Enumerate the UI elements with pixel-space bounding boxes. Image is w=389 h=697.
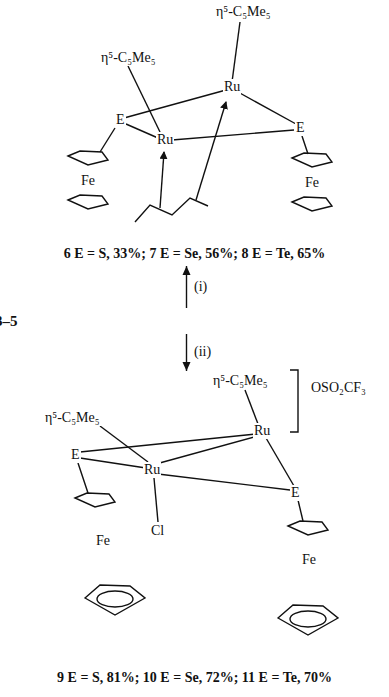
reaction-arrow <box>186 266 187 308</box>
compound-caption: 6 E = S, 33%; 7 E = Se, 56%; 8 E = Te, 6… <box>0 246 389 263</box>
condition-label: (i) <box>194 279 207 296</box>
atom-label: Cl <box>150 523 165 539</box>
compound-caption: 9 E = S, 81%; 10 E = Se, 72%; 11 E = Te,… <box>0 670 389 687</box>
condition-label: (ii) <box>194 344 211 361</box>
ligand-label: η⁵-C₅Me₅ <box>100 50 157 66</box>
ligand-label: η⁵-C₅Me₅ <box>44 410 101 426</box>
atom-label: Ru <box>223 79 241 95</box>
compound-number: 3–5 <box>0 310 381 332</box>
atom-label: Ru <box>156 132 174 148</box>
atom-label: E <box>115 112 126 128</box>
counter-ion-label: OSO₂CF₃ <box>310 380 367 396</box>
atom-label: E <box>290 485 301 501</box>
atom-label: Fe <box>304 175 320 191</box>
atom-label: E <box>70 447 81 463</box>
atom-label: Fe <box>301 552 317 568</box>
atom-label: Fe <box>95 533 111 549</box>
ligand-label: η⁵-C₅Me₅ <box>215 4 272 20</box>
ligand-label: η⁵-C₅Me₅ <box>212 373 269 389</box>
atom-label: Ru <box>143 462 161 478</box>
product-node: 6 E = S, 33%; 7 E = Se, 56%; 8 E = Te, 6… <box>0 0 389 265</box>
atom-label: Fe <box>80 173 96 189</box>
reactant-node: 3–5 <box>0 310 381 332</box>
reaction-arrow <box>186 334 187 371</box>
atom-label: E <box>295 120 306 136</box>
atom-label: Ru <box>253 423 271 439</box>
